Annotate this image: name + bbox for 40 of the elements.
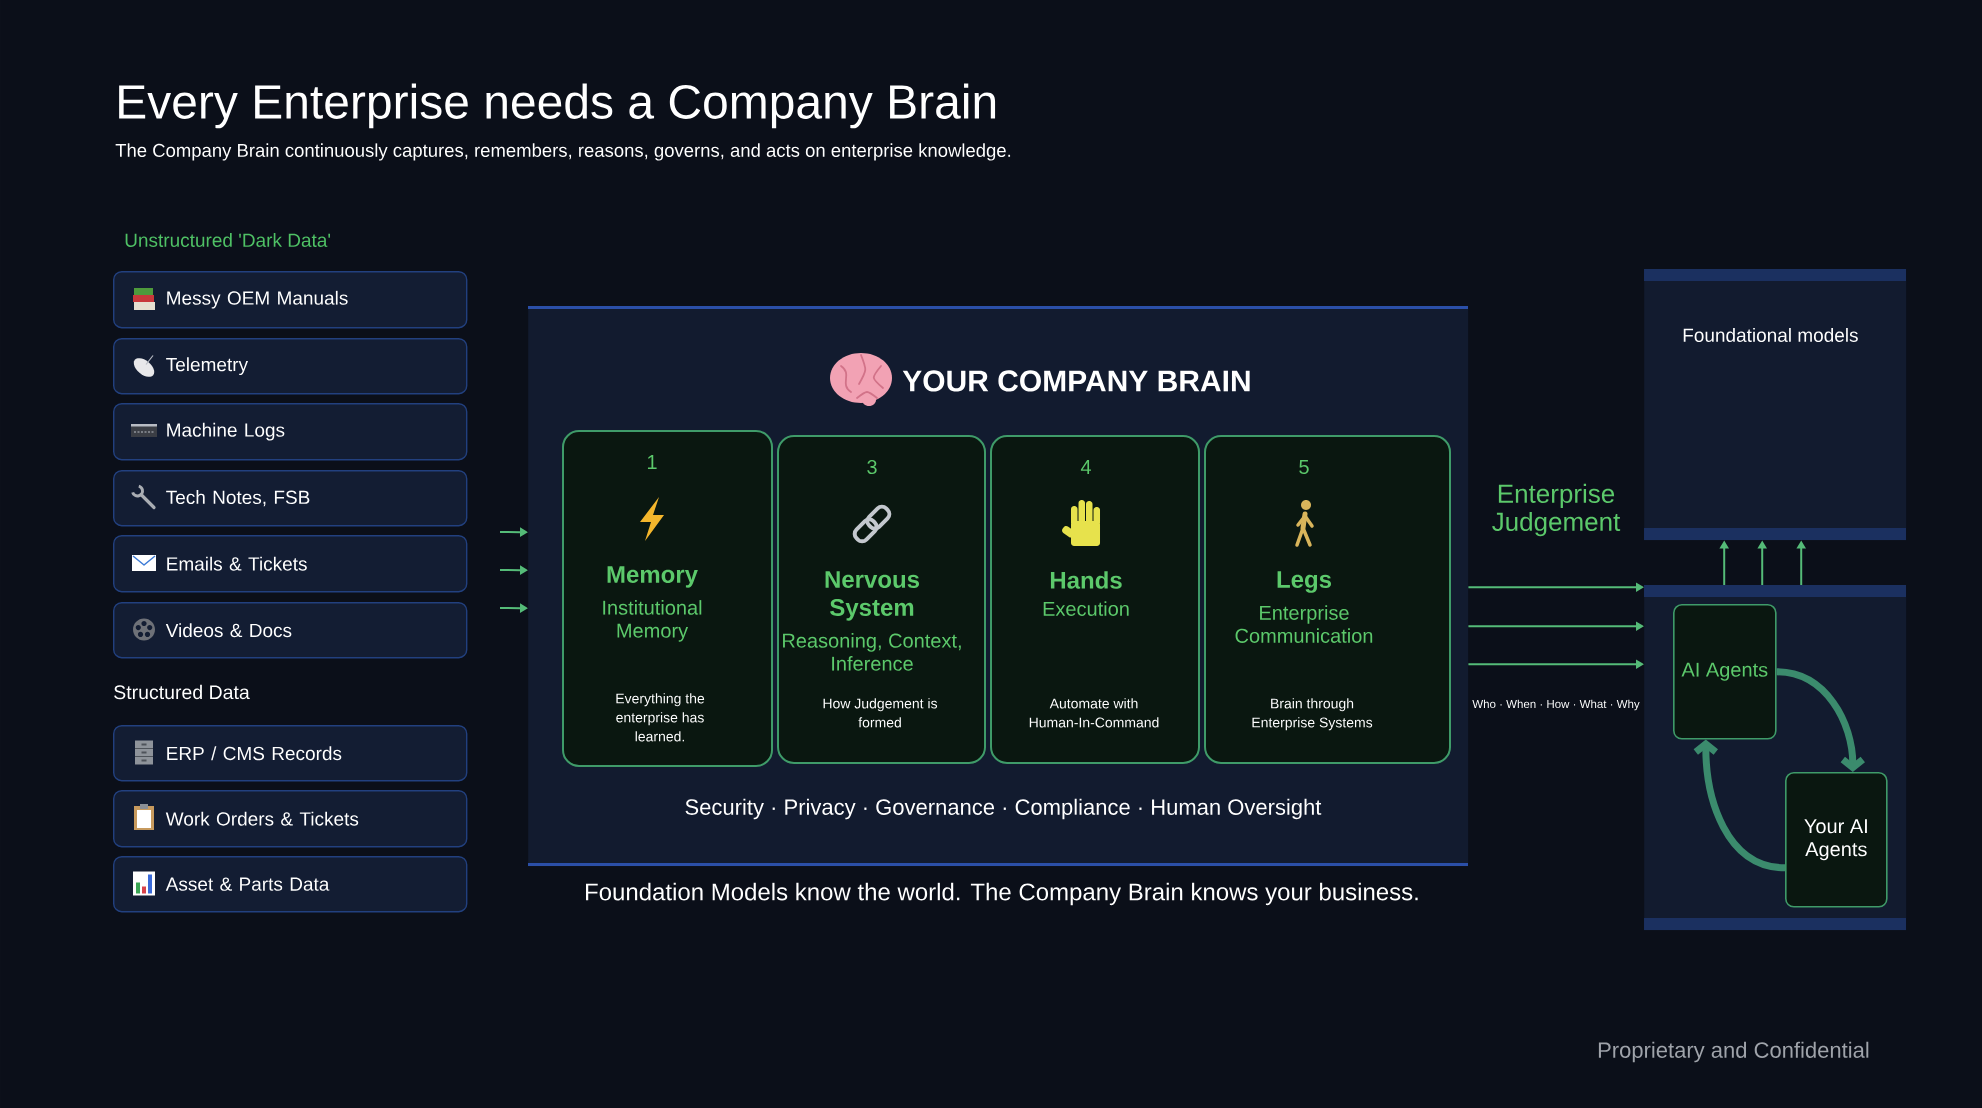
- title: Every Enterprise needs a Company Brain: [119, 83, 996, 129]
- card-title: Legs: [1277, 571, 1332, 593]
- curved-arrow: [1776, 668, 1865, 772]
- card-subtitle: Execution: [1043, 601, 1129, 616]
- card-description: Everything the enterprise has learned.: [616, 693, 705, 742]
- card-subtitle: Enterprise Communication: [1235, 605, 1373, 643]
- tagline: Security · Privacy · Governance · Compliance · Human Oversight: [685, 798, 1322, 820]
- step-number: 4: [1080, 460, 1091, 474]
- agent-box: Your AI Agents: [1785, 772, 1888, 908]
- card-description: Automate with Human-In-Command: [1029, 698, 1159, 728]
- source-box: Asset & Parts Data: [113, 856, 468, 913]
- source-box: Telemetry: [113, 338, 468, 395]
- source-box: Messy OEM Manuals: [113, 271, 468, 329]
- curved-arrow: [1693, 739, 1786, 872]
- source-box: Tech Notes, FSB: [113, 470, 468, 527]
- card-description: Brain through Enterprise Systems: [1252, 698, 1373, 731]
- caption: Foundation Models know the world. The Company Brain knows your business.: [586, 882, 1418, 906]
- step-number: 1: [647, 455, 657, 469]
- subtitle: The Company Brain continuously captures, remembers, reasons, governs, and acts on enterprise knowledge.: [115, 143, 1011, 161]
- panel-heading: Foundational models: [1683, 328, 1858, 342]
- heading: YOUR COMPANY BRAIN: [902, 370, 1250, 392]
- source-box: Work Orders & Tickets: [113, 790, 468, 848]
- card-title: Hands: [1050, 571, 1122, 589]
- card-subtitle: Reasoning, Context, Inference: [783, 633, 961, 671]
- source-box: Machine Logs: [113, 403, 468, 461]
- section-heading: Unstructured 'Dark Data': [125, 233, 331, 247]
- source-box: Emails & Tickets: [113, 535, 468, 593]
- footer-note: Proprietary and Confidential: [1598, 1041, 1869, 1063]
- card-title: Memory: [607, 566, 698, 588]
- card-subtitle: Institutional Memory: [603, 600, 702, 642]
- step-number: 3: [867, 459, 877, 475]
- source-box: ERP / CMS Records: [113, 725, 468, 782]
- card-title: Nervous System: [825, 571, 920, 621]
- step-number: 5: [1299, 460, 1309, 474]
- section-heading: Structured Data: [114, 684, 250, 700]
- side-heading: Enterprise Judgement: [1492, 483, 1621, 537]
- keyword-line: Who · When · How · What · Why: [1472, 699, 1640, 711]
- card-description: How Judgement is formed: [823, 698, 938, 728]
- agent-box: AI Agents: [1673, 604, 1777, 740]
- source-box: Videos & Docs: [113, 602, 468, 659]
